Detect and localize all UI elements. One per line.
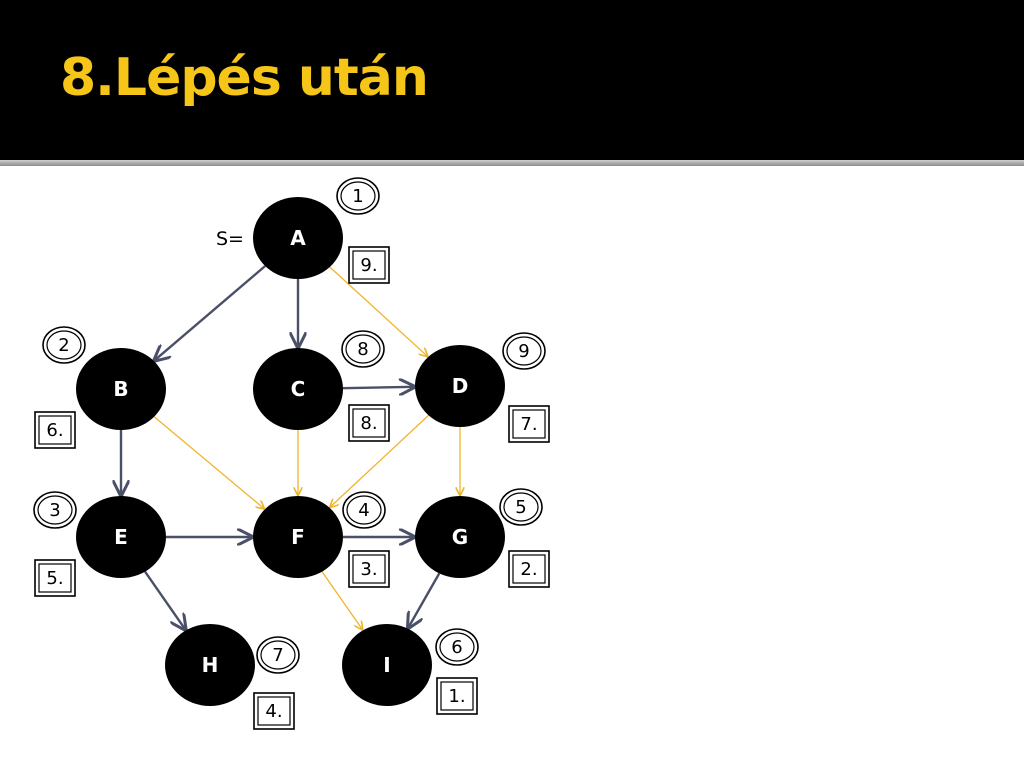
edge-a-b bbox=[155, 265, 266, 360]
order-number: 7 bbox=[272, 645, 283, 666]
finish-badge-e: 5. bbox=[34, 559, 76, 597]
node-label: C bbox=[291, 377, 306, 401]
finish-number: 2. bbox=[520, 559, 537, 580]
node-e: E bbox=[76, 496, 166, 578]
finish-badge-f: 3. bbox=[348, 550, 390, 588]
node-b: B bbox=[76, 348, 166, 430]
node-a: A bbox=[253, 197, 343, 279]
finish-number: 1. bbox=[448, 686, 465, 707]
finish-number: 8. bbox=[360, 413, 377, 434]
edge-f-i bbox=[318, 566, 363, 630]
node-label: A bbox=[290, 226, 306, 250]
edge-d-f bbox=[330, 410, 434, 507]
finish-number: 5. bbox=[46, 568, 63, 589]
node-label: G bbox=[452, 525, 468, 549]
edge-g-i bbox=[408, 572, 441, 627]
finish-number: 9. bbox=[360, 255, 377, 276]
node-label: B bbox=[113, 377, 128, 401]
node-g: G bbox=[415, 496, 505, 578]
slide-header bbox=[0, 0, 1024, 160]
order-number: 3 bbox=[49, 500, 60, 521]
node-label: F bbox=[291, 525, 305, 549]
node-label: D bbox=[452, 374, 469, 398]
order-badge-a: 1 bbox=[336, 177, 380, 215]
finish-badge-i: 1. bbox=[436, 677, 478, 715]
order-badge-f: 4 bbox=[342, 491, 386, 529]
finish-number: 3. bbox=[360, 559, 377, 580]
node-h: H bbox=[165, 624, 255, 706]
order-badge-i: 6 bbox=[435, 628, 479, 666]
finish-badge-g: 2. bbox=[508, 550, 550, 588]
finish-number: 7. bbox=[520, 414, 537, 435]
order-number: 6 bbox=[451, 637, 462, 658]
node-c: C bbox=[253, 348, 343, 430]
finish-badge-d: 7. bbox=[508, 405, 550, 443]
node-label: I bbox=[383, 653, 390, 677]
nodes-layer: A B C D E F G H I bbox=[76, 197, 505, 706]
order-number: 5 bbox=[515, 497, 526, 518]
slide-title: 8.Lépés után bbox=[60, 48, 429, 108]
edge-b-f bbox=[149, 412, 265, 509]
order-badge-g: 5 bbox=[499, 488, 543, 526]
finish-number: 6. bbox=[46, 420, 63, 441]
start-node-label: S= bbox=[216, 228, 244, 250]
header-divider bbox=[0, 160, 1024, 166]
node-label: H bbox=[202, 653, 219, 677]
node-label: E bbox=[114, 525, 128, 549]
finish-badge-b: 6. bbox=[34, 411, 76, 449]
order-number: 8 bbox=[357, 339, 368, 360]
badges-layer: 1 9. 2 6. 8 8. 9 7. 3 5. 4 3. 5 2. 7 4. 6 1. bbox=[33, 177, 550, 730]
finish-number: 4. bbox=[265, 701, 282, 722]
edge-a-d bbox=[324, 262, 427, 356]
order-badge-e: 3 bbox=[33, 491, 77, 529]
edges-layer bbox=[121, 262, 460, 630]
edge-e-h bbox=[144, 570, 185, 630]
order-badge-c: 8 bbox=[341, 330, 385, 368]
finish-badge-a: 9. bbox=[348, 246, 390, 284]
node-i: I bbox=[342, 624, 432, 706]
finish-badge-c: 8. bbox=[348, 404, 390, 442]
edge-c-d bbox=[342, 387, 414, 388]
order-badge-h: 7 bbox=[256, 636, 300, 674]
order-number: 1 bbox=[352, 186, 363, 207]
order-badge-b: 2 bbox=[42, 326, 86, 364]
finish-badge-h: 4. bbox=[253, 692, 295, 730]
order-number: 9 bbox=[518, 341, 529, 362]
order-number: 2 bbox=[58, 335, 69, 356]
order-badge-d: 9 bbox=[502, 332, 546, 370]
order-number: 4 bbox=[358, 500, 369, 521]
node-d: D bbox=[415, 345, 505, 427]
node-f: F bbox=[253, 496, 343, 578]
